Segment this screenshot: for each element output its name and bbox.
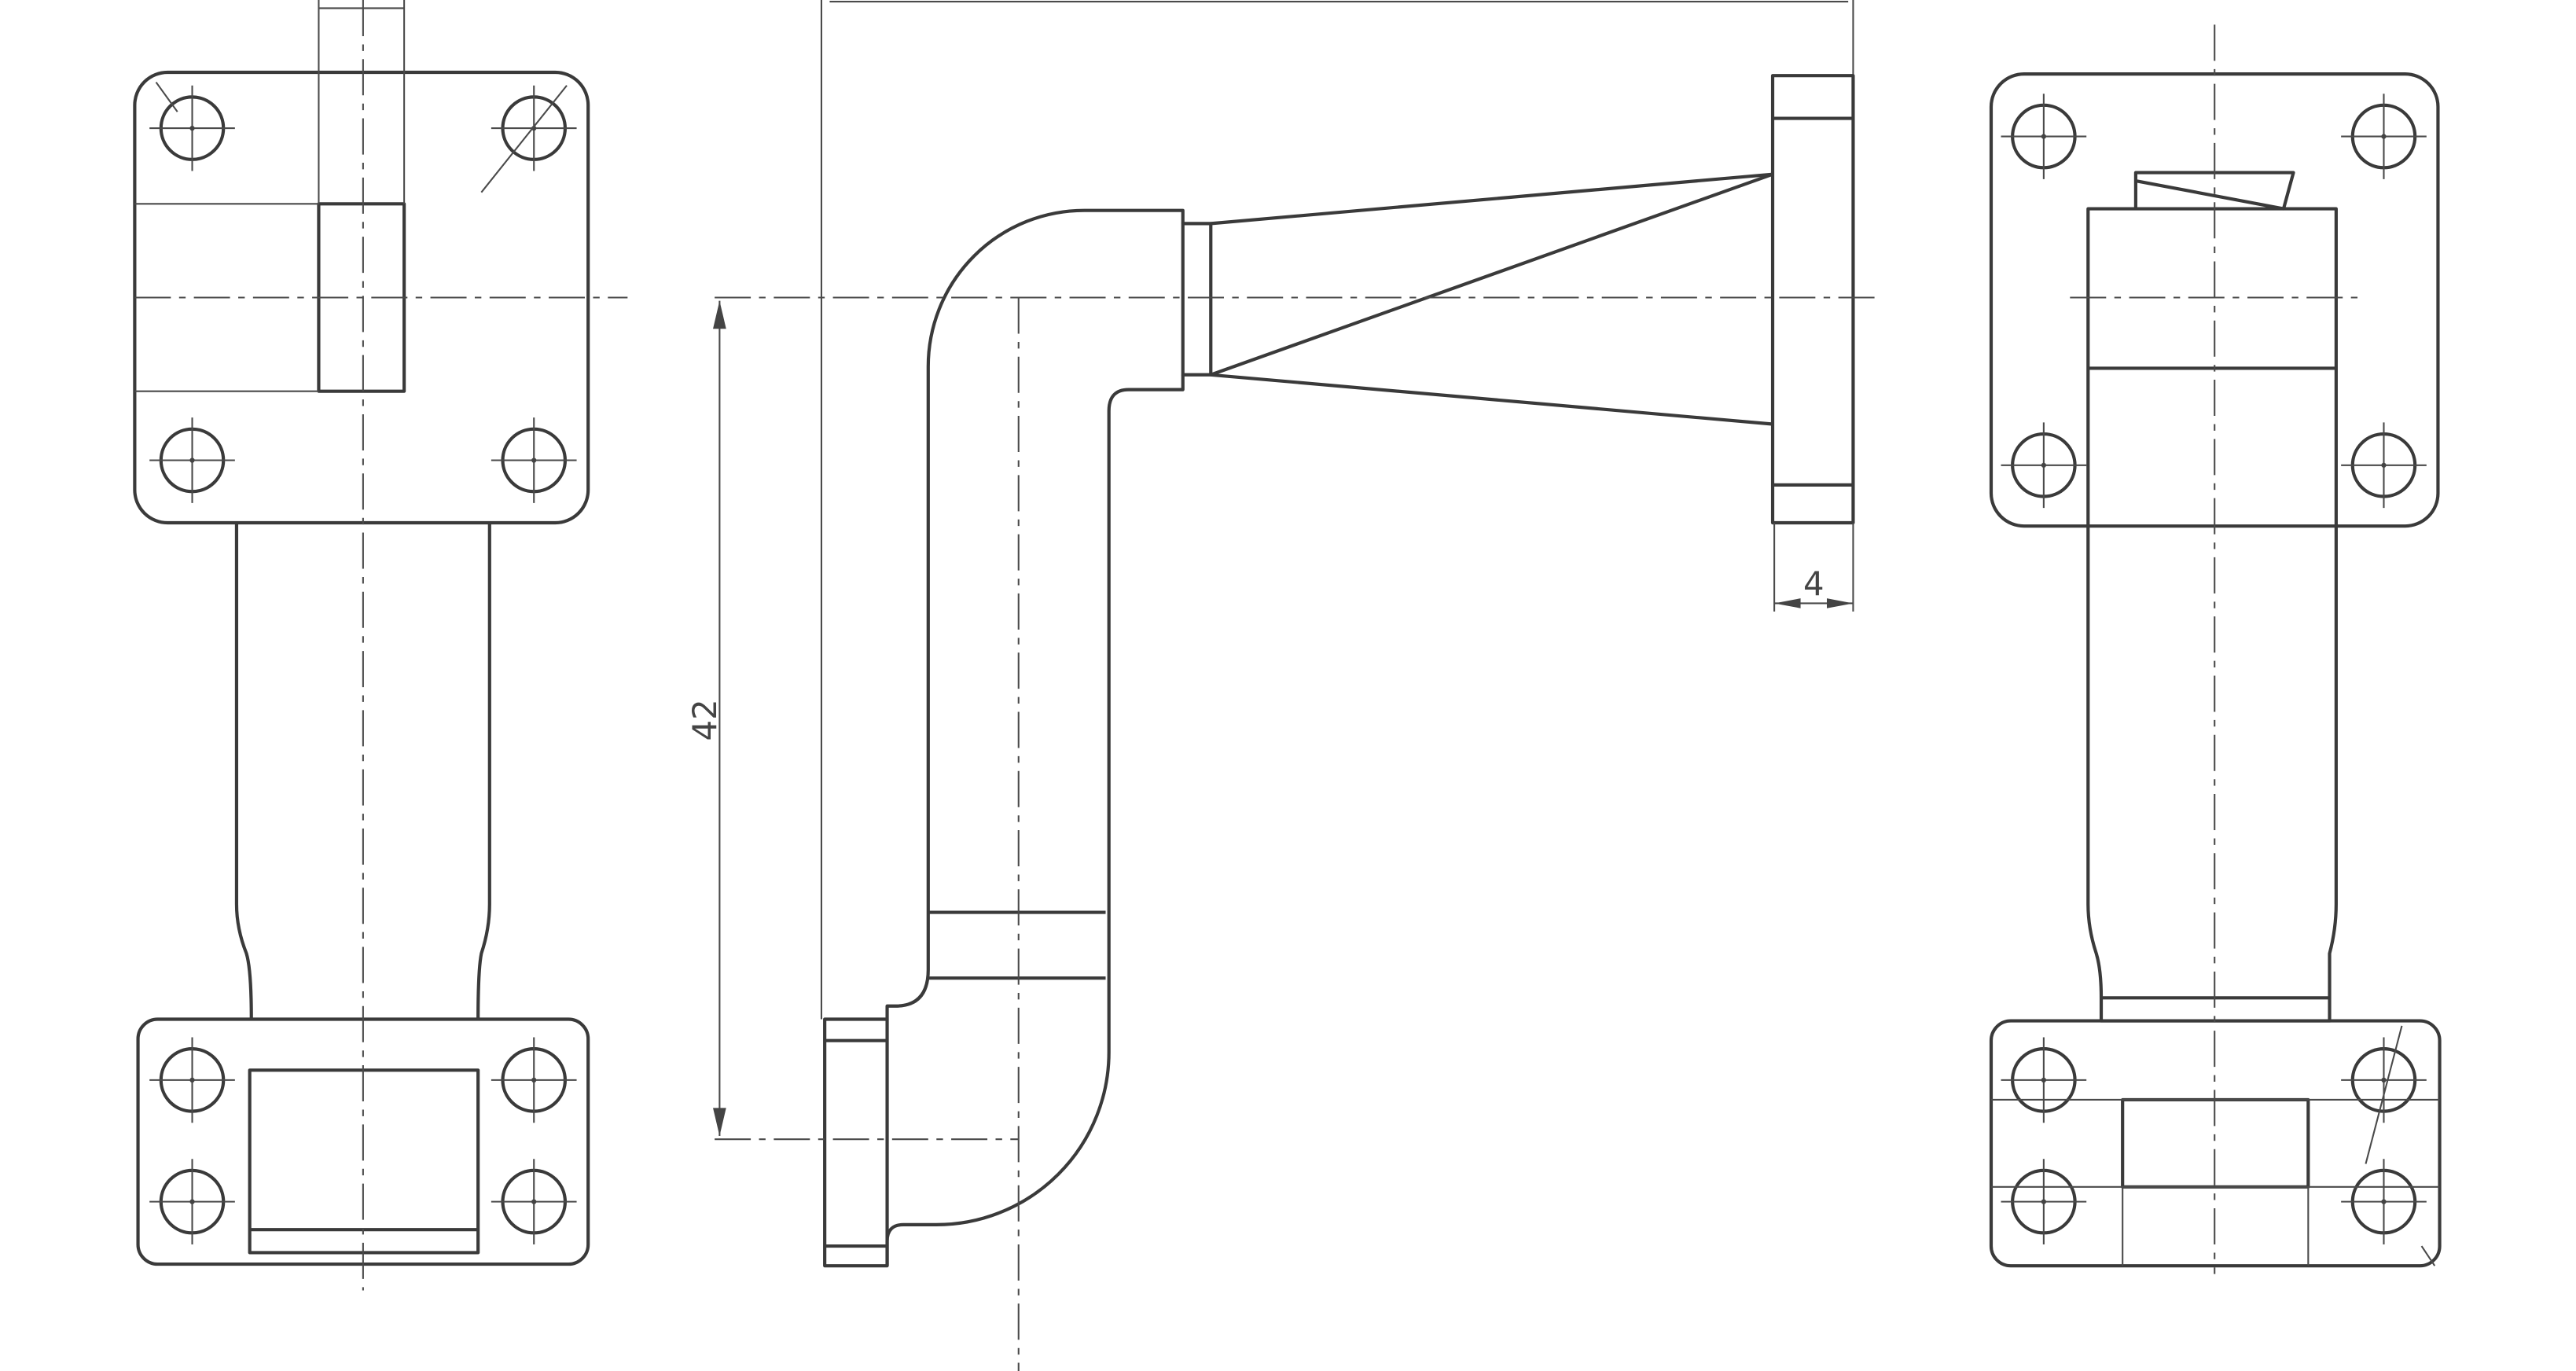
front-view — [133, 0, 628, 1291]
height-dimension-label: 42 — [685, 699, 724, 741]
flange-thickness-dimension: 4 — [1773, 522, 1854, 612]
rear-view — [1989, 24, 2442, 1274]
height-dimension: 42 — [685, 300, 726, 1136]
side-view: 42 4 — [685, 0, 1881, 1371]
flange-thickness-label: 4 — [1803, 564, 1825, 603]
